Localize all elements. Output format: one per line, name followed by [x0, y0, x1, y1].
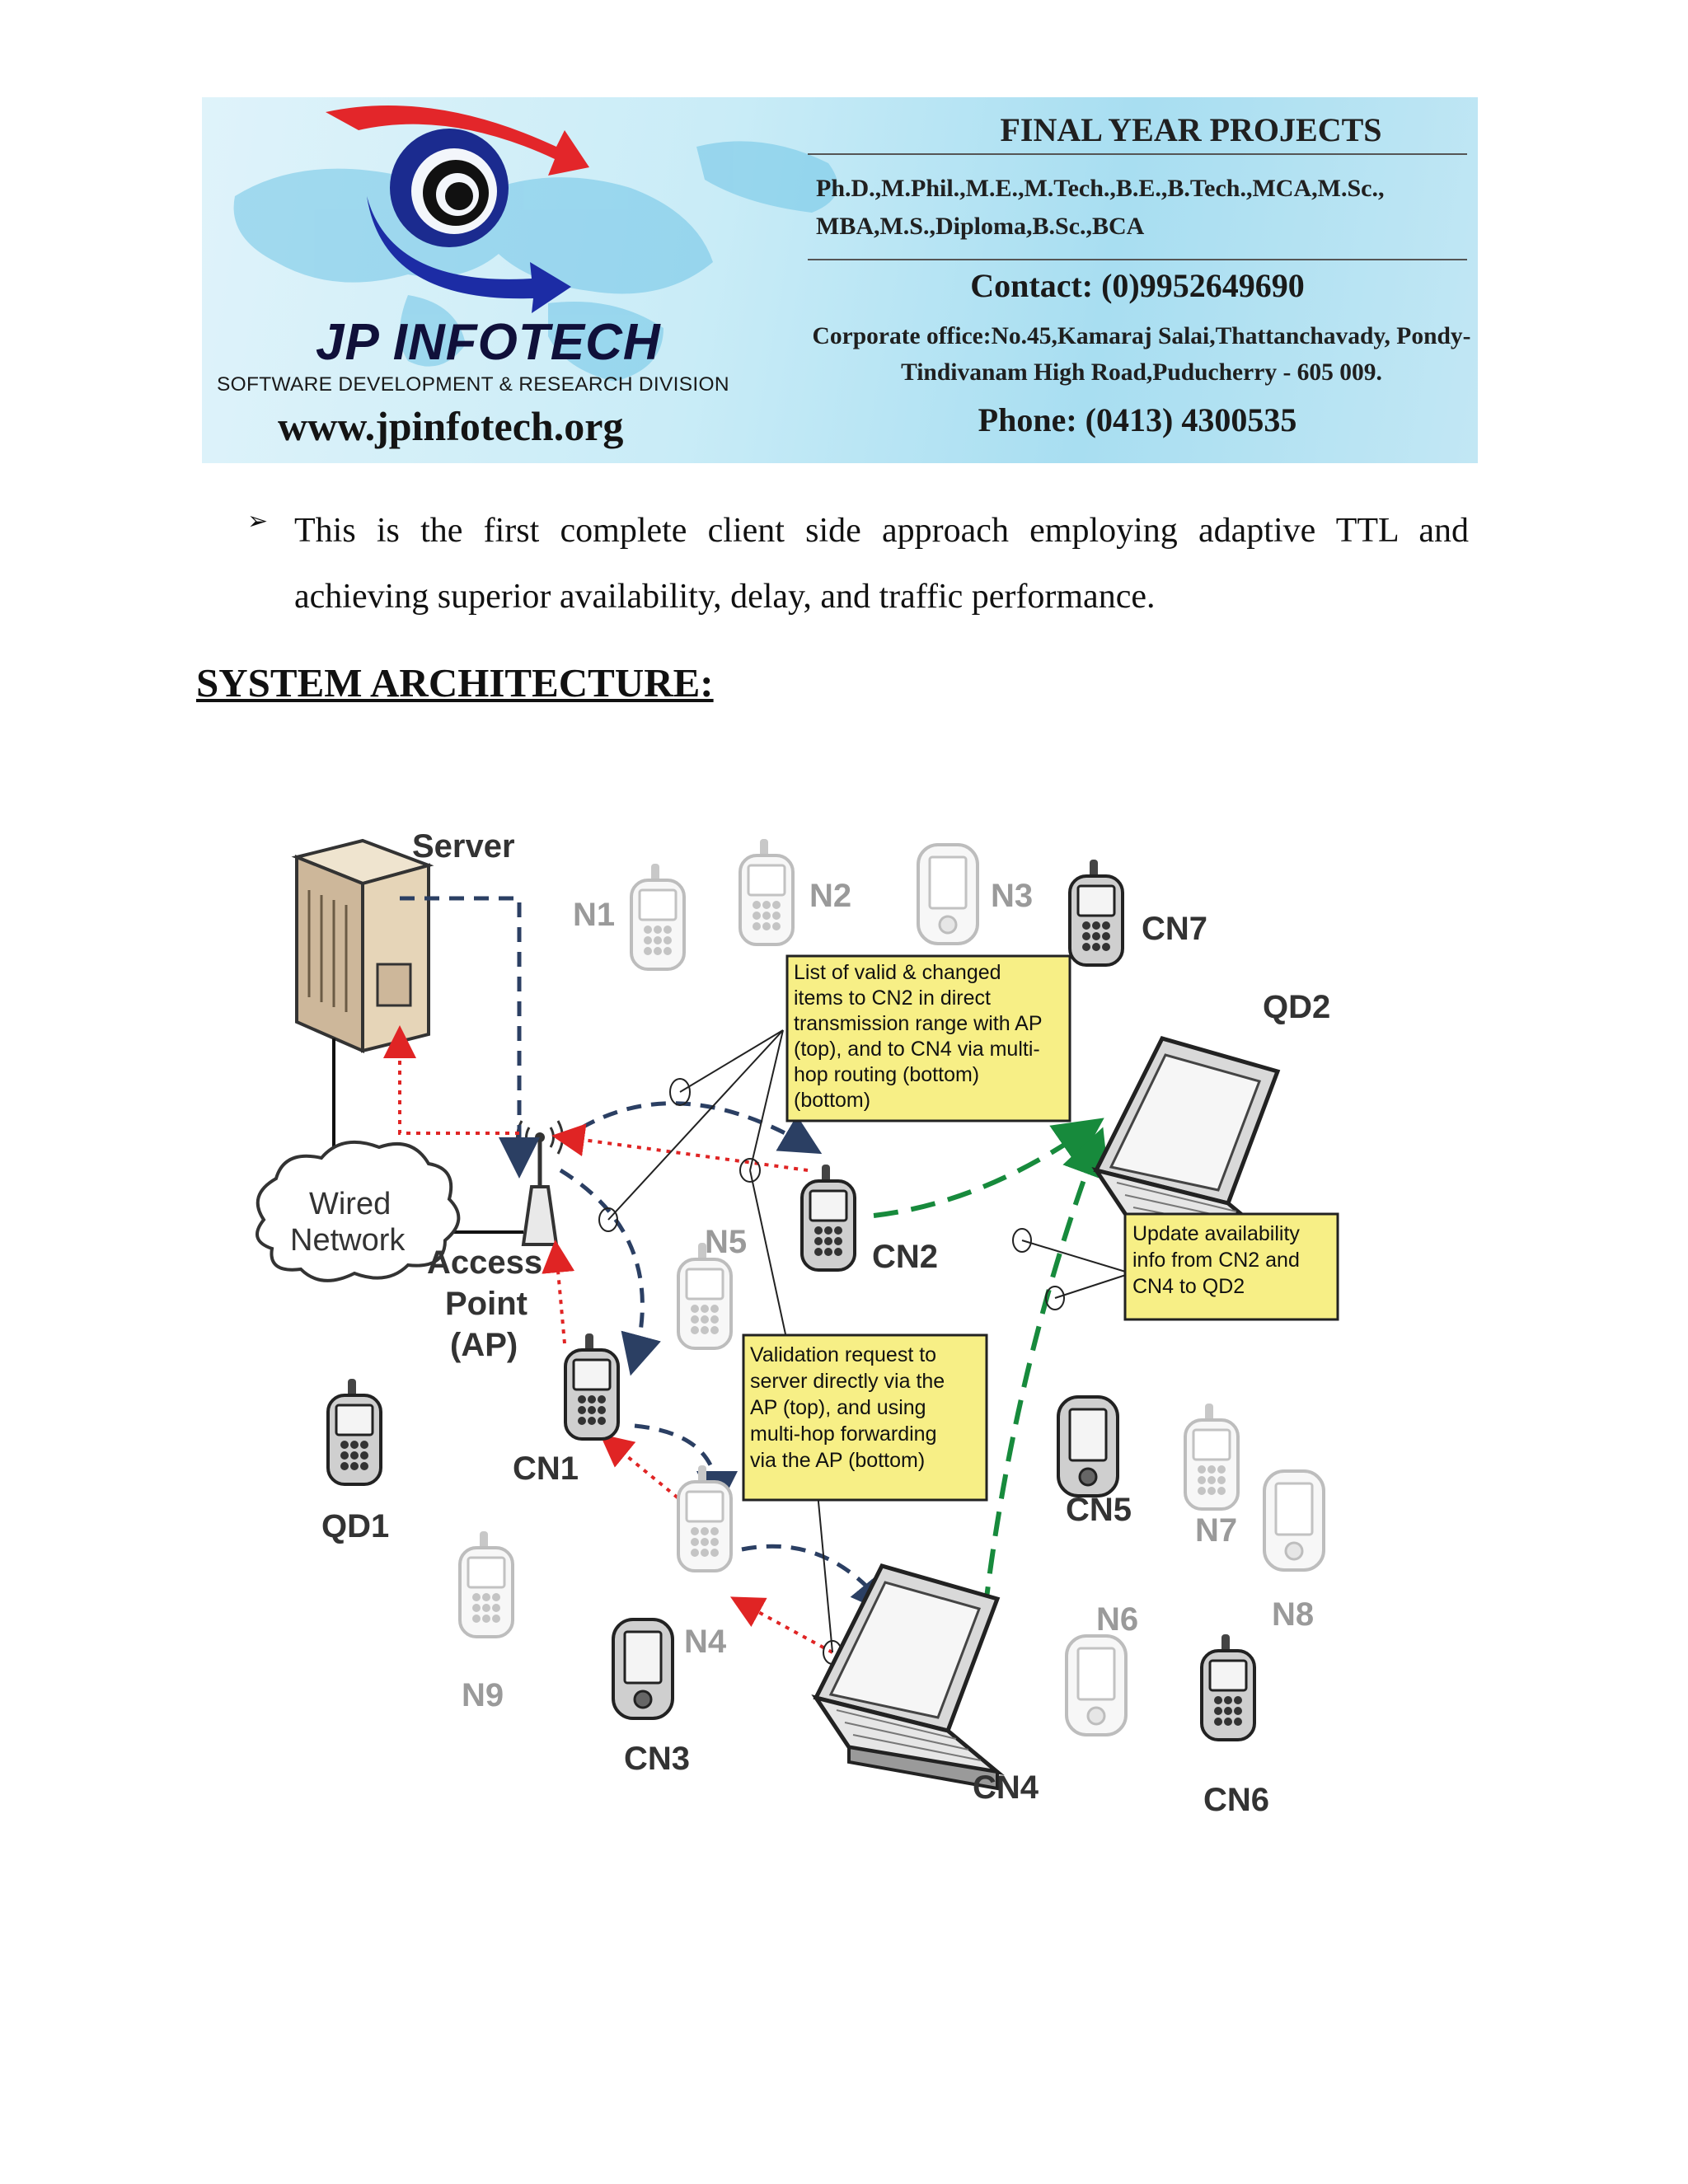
server-label: Server: [412, 828, 515, 865]
node-cn4-laptop-icon: [816, 1566, 997, 1788]
node-n9-phone-icon: [458, 1530, 514, 1638]
callout-validation-line: via the AP (bottom): [750, 1449, 925, 1472]
callout-validation-line: AP (top), and using: [750, 1396, 926, 1419]
callout-update-line: info from CN2 and: [1132, 1249, 1300, 1272]
label-cn6: CN6: [1203, 1782, 1269, 1818]
callout-validation-line: Validation request to: [750, 1343, 936, 1366]
label-cn5: CN5: [1066, 1492, 1132, 1528]
world-map-graphic: [233, 105, 838, 382]
node-cn7-phone-icon: [1068, 858, 1124, 967]
node-n8-pda-icon: [1263, 1469, 1325, 1572]
label-n6: N6: [1096, 1601, 1138, 1638]
node-cn3-pda-icon: [612, 1618, 674, 1720]
label-cn7: CN7: [1142, 911, 1207, 947]
wired-network-label-1: Wired: [309, 1187, 391, 1221]
banner-contact: Contact: (0)9952649690: [970, 267, 1305, 304]
banner-address: Corporate office:No.45,Kamaraj Salai,Tha…: [812, 323, 1471, 386]
ap-label-2: Point: [445, 1286, 528, 1322]
green-dashed-arrows: [873, 1118, 1109, 1612]
logo-blue-arrow: [367, 196, 571, 313]
label-cn4: CN4: [973, 1769, 1039, 1806]
label-n5: N5: [705, 1224, 747, 1260]
brand-name: JP INFOTECH: [316, 314, 661, 371]
label-n2: N2: [809, 878, 851, 914]
banner-divider: [808, 259, 1467, 260]
callout-validation-line: server directly via the: [750, 1370, 945, 1393]
label-cn1: CN1: [513, 1451, 579, 1487]
callout-list-valid-line: items to CN2 in direct: [794, 987, 991, 1010]
banner-title: FINAL YEAR PROJECTS: [1000, 111, 1382, 148]
bullet-paragraph: This is the first complete client side a…: [294, 512, 1469, 616]
header-banner: JP INFOTECH SOFTWARE DEVELOPMENT & RESEA…: [202, 97, 1478, 463]
callout-list-valid-line: transmission range with AP: [794, 1012, 1043, 1035]
wired-network-label-2: Network: [290, 1223, 406, 1258]
access-point-icon: [516, 1120, 564, 1246]
callout-update-availability: Update availability info from CN2 and CN…: [1123, 1212, 1339, 1321]
callout-list-valid-line: hop routing (bottom): [794, 1063, 979, 1086]
node-qd1-phone-icon: [326, 1377, 382, 1486]
node-cn5-pda-icon: [1057, 1395, 1119, 1497]
label-n7: N7: [1195, 1512, 1237, 1549]
label-qd2: QD2: [1263, 989, 1330, 1025]
label-n1: N1: [573, 897, 615, 933]
node-cn1-phone-icon: [564, 1332, 620, 1441]
node-n1-phone-icon: [630, 862, 686, 971]
label-cn2: CN2: [872, 1239, 938, 1275]
callout-list-valid-line: (top), and to CN4 via multi-: [794, 1038, 1040, 1061]
node-cn6-phone-icon: [1200, 1633, 1256, 1741]
cloud-icon: [256, 1140, 461, 1282]
label-cn3: CN3: [624, 1741, 690, 1777]
node-n3-pda-icon: [917, 843, 979, 945]
node-n4-phone-icon: [677, 1464, 733, 1572]
callout-validation-request: Validation request to server directly vi…: [742, 1333, 988, 1502]
logo-red-arrow: [326, 105, 589, 176]
banner-phone: Phone: (0413) 4300535: [978, 401, 1297, 438]
callout-list-valid: List of valid & changed items to CN2 in …: [785, 954, 1071, 1122]
red-dotted-arrows: [383, 1025, 833, 1654]
ap-label-1: Access: [427, 1244, 542, 1281]
label-n8: N8: [1272, 1596, 1314, 1633]
callout-validation-line: multi-hop forwarding: [750, 1422, 937, 1446]
label-n4: N4: [684, 1624, 727, 1660]
callout-list-valid-line: List of valid & changed: [794, 961, 1001, 984]
banner-degrees: Ph.D.,M.Phil.,M.E.,M.Tech.,B.E.,B.Tech.,…: [816, 175, 1385, 240]
brand-division: SOFTWARE DEVELOPMENT & RESEARCH DIVISION: [217, 373, 729, 396]
section-heading: SYSTEM ARCHITECTURE:: [196, 660, 714, 705]
callout-update-line: CN4 to QD2: [1132, 1275, 1245, 1298]
brand-website: www.jpinfotech.org: [278, 403, 624, 449]
label-qd1: QD1: [321, 1508, 389, 1544]
node-n6-pda-icon: [1065, 1634, 1128, 1736]
node-n7-phone-icon: [1184, 1402, 1240, 1511]
system-architecture-diagram: Server Wired Network Access Point (AP): [256, 828, 1339, 1818]
callout-list-valid-line: (bottom): [794, 1089, 870, 1112]
company-logo: [390, 129, 509, 247]
node-n2-phone-icon: [738, 837, 795, 946]
banner-divider: [808, 153, 1467, 155]
node-cn2-phone-icon: [800, 1163, 856, 1272]
label-n9: N9: [462, 1677, 504, 1713]
server-icon: [291, 838, 434, 1054]
callout-update-line: Update availability: [1132, 1222, 1300, 1245]
bullet-arrow-icon: ➢: [247, 507, 269, 536]
ap-label-3: (AP): [450, 1327, 518, 1363]
label-n3: N3: [991, 878, 1033, 914]
